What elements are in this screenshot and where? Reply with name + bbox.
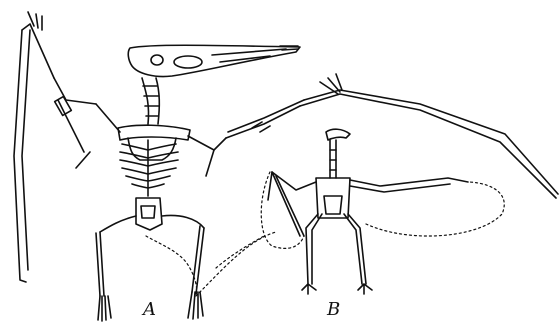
membrane-a xyxy=(146,232,276,296)
skeleton-a xyxy=(14,12,558,321)
hind-legs-a xyxy=(96,216,204,297)
left-wing-a xyxy=(14,12,120,282)
pelvis-a xyxy=(136,198,162,230)
right-wing-a xyxy=(188,74,558,198)
skeleton-b xyxy=(261,129,504,294)
neck-a xyxy=(142,78,159,124)
ribcage-a xyxy=(120,140,178,196)
shoulder-girdle-a xyxy=(118,125,190,160)
figure-label-b: B xyxy=(327,301,340,319)
skull-a xyxy=(128,45,300,76)
figure-label-a: A xyxy=(143,301,156,319)
